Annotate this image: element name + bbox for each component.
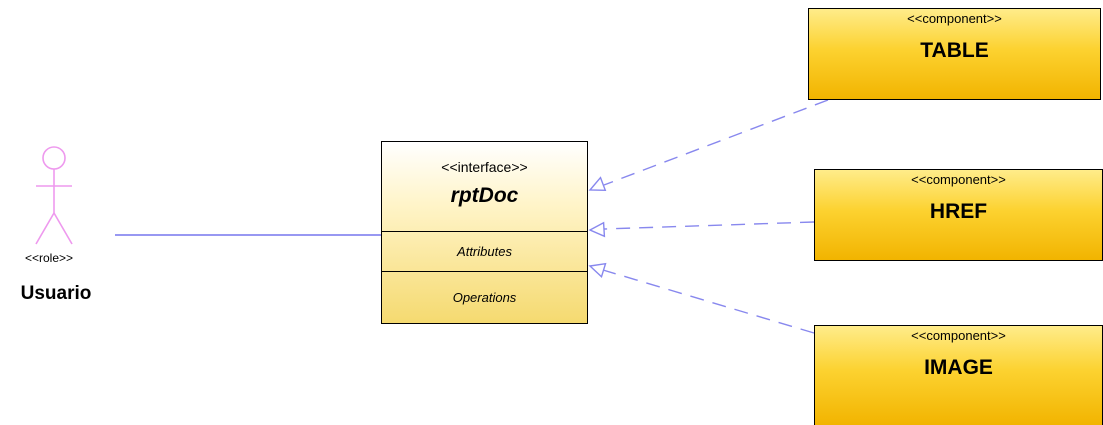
component-stereotype: <<component>> xyxy=(911,172,1006,187)
actor-stereotype: <<role>> xyxy=(24,251,74,265)
interface-header: <<interface>> rptDoc xyxy=(382,142,587,232)
actor-figure-icon xyxy=(35,146,73,245)
realization-arrowhead-icon xyxy=(588,262,607,278)
realization-arrowhead-icon xyxy=(588,221,606,238)
component-table[interactable]: <<component>> TABLE xyxy=(808,8,1101,100)
interface-name: rptDoc xyxy=(450,184,519,207)
realization-href-edge xyxy=(588,221,815,238)
actor-name[interactable]: Usuario xyxy=(20,283,92,304)
component-image[interactable]: <<component>> IMAGE xyxy=(814,325,1103,425)
interface-stereotype: <<interface>> xyxy=(441,159,528,175)
component-stereotype: <<component>> xyxy=(911,328,1006,343)
realization-arrowhead-icon xyxy=(588,176,607,192)
interface-attributes-section: Attributes xyxy=(382,232,587,272)
realization-image-edge xyxy=(588,262,815,334)
component-name: HREF xyxy=(929,200,988,223)
component-stereotype: <<component>> xyxy=(907,11,1002,26)
interface-box[interactable]: <<interface>> rptDoc Attributes Operatio… xyxy=(381,141,588,324)
component-name: TABLE xyxy=(920,39,989,62)
component-href[interactable]: <<component>> HREF xyxy=(814,169,1103,261)
interface-operations-section: Operations xyxy=(452,290,517,305)
component-name: IMAGE xyxy=(924,356,993,379)
realization-table-edge xyxy=(588,99,829,192)
